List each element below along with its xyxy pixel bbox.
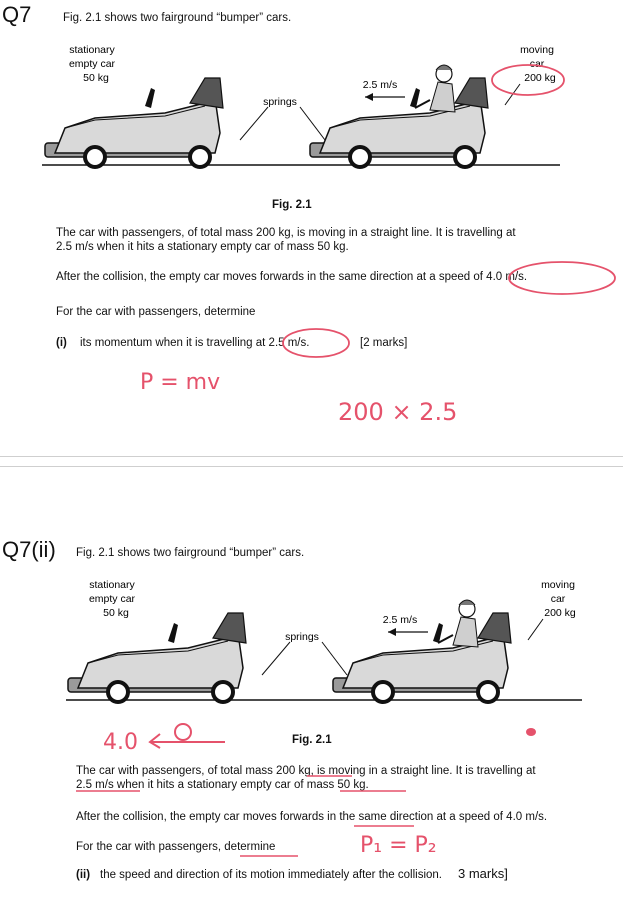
label-moving: moving (520, 44, 554, 56)
label-empty-car: empty car (69, 58, 116, 70)
handwritten-speed: 4.0 (103, 730, 138, 755)
label-springs: springs (285, 631, 319, 643)
question-number: Q7(ii) (2, 537, 56, 562)
bumper-cars-figure: stationary empty car 50 kg springs 2.5 m… (66, 579, 582, 704)
label-speed: 2.5 m/s (363, 79, 397, 91)
paragraph-2: After the collision, the empty car moves… (76, 811, 548, 823)
label-empty-car: empty car (89, 593, 136, 605)
label-springs: springs (263, 96, 297, 108)
section-divider (0, 456, 623, 457)
label-car: car (530, 58, 545, 70)
intro-text: Fig. 2.1 shows two fairground “bumper” c… (63, 12, 292, 24)
paragraph-3: For the car with passengers, determine (76, 841, 276, 853)
handwritten-calculation: 200 × 2.5 (338, 398, 458, 426)
label-car: car (551, 593, 566, 605)
question-number: Q7 (2, 2, 32, 27)
part-label: (i) (56, 337, 67, 349)
paragraph-1-line-2: 2.5 m/s when it hits a stationary empty … (56, 241, 349, 253)
part-text: its momentum when it is travelling at 2.… (80, 337, 310, 349)
annotation-underlines (76, 775, 406, 792)
paragraph-2: After the collision, the empty car moves… (56, 271, 528, 283)
paragraph-1-line-1: The car with passengers, of total mass 2… (76, 765, 536, 777)
driver-figure (414, 64, 456, 113)
intro-text: Fig. 2.1 shows two fairground “bumper” c… (76, 547, 305, 559)
paragraph-1-line-2: 2.5 m/s when it hits a stationary empty … (76, 779, 369, 791)
part-text: the speed and direction of its motion im… (100, 869, 442, 881)
moving-car (308, 76, 490, 169)
paragraph-1-line-1: The car with passengers, of total mass 2… (56, 227, 516, 239)
label-moving: moving (541, 579, 575, 591)
annotation-underline (354, 825, 414, 827)
handwritten-arrow (148, 723, 225, 749)
driver-figure (437, 599, 479, 648)
bumper-cars-figure: stationary empty car 50 kg springs 2.5 m… (42, 44, 565, 169)
annotation-circle (282, 328, 350, 358)
section-divider (0, 466, 623, 467)
label-mass-empty: 50 kg (83, 72, 109, 84)
stationary-car (66, 611, 248, 704)
part-label: (ii) (76, 869, 91, 881)
annotation-circle (508, 261, 616, 295)
label-stationary: stationary (69, 44, 115, 56)
annotation-underline (240, 855, 298, 857)
moving-car (331, 611, 513, 704)
label-speed: 2.5 m/s (383, 614, 417, 626)
part-marks: 3 marks] (458, 866, 508, 881)
annotation-mark (526, 728, 536, 736)
annotation-circle (491, 64, 565, 96)
handwritten-formula: P = mv (140, 370, 221, 395)
paragraph-3: For the car with passengers, determine (56, 306, 256, 318)
handwritten-equation: P₁ = P₂ (360, 833, 437, 858)
figure-caption: Fig. 2.1 (292, 734, 332, 746)
label-mass-empty: 50 kg (103, 607, 129, 619)
label-mass-moving: 200 kg (524, 72, 556, 84)
part-marks: [2 marks] (360, 337, 408, 349)
stationary-car (43, 76, 225, 169)
figure-caption: Fig. 2.1 (272, 199, 312, 211)
label-mass-moving: 200 kg (544, 607, 576, 619)
label-stationary: stationary (89, 579, 135, 591)
